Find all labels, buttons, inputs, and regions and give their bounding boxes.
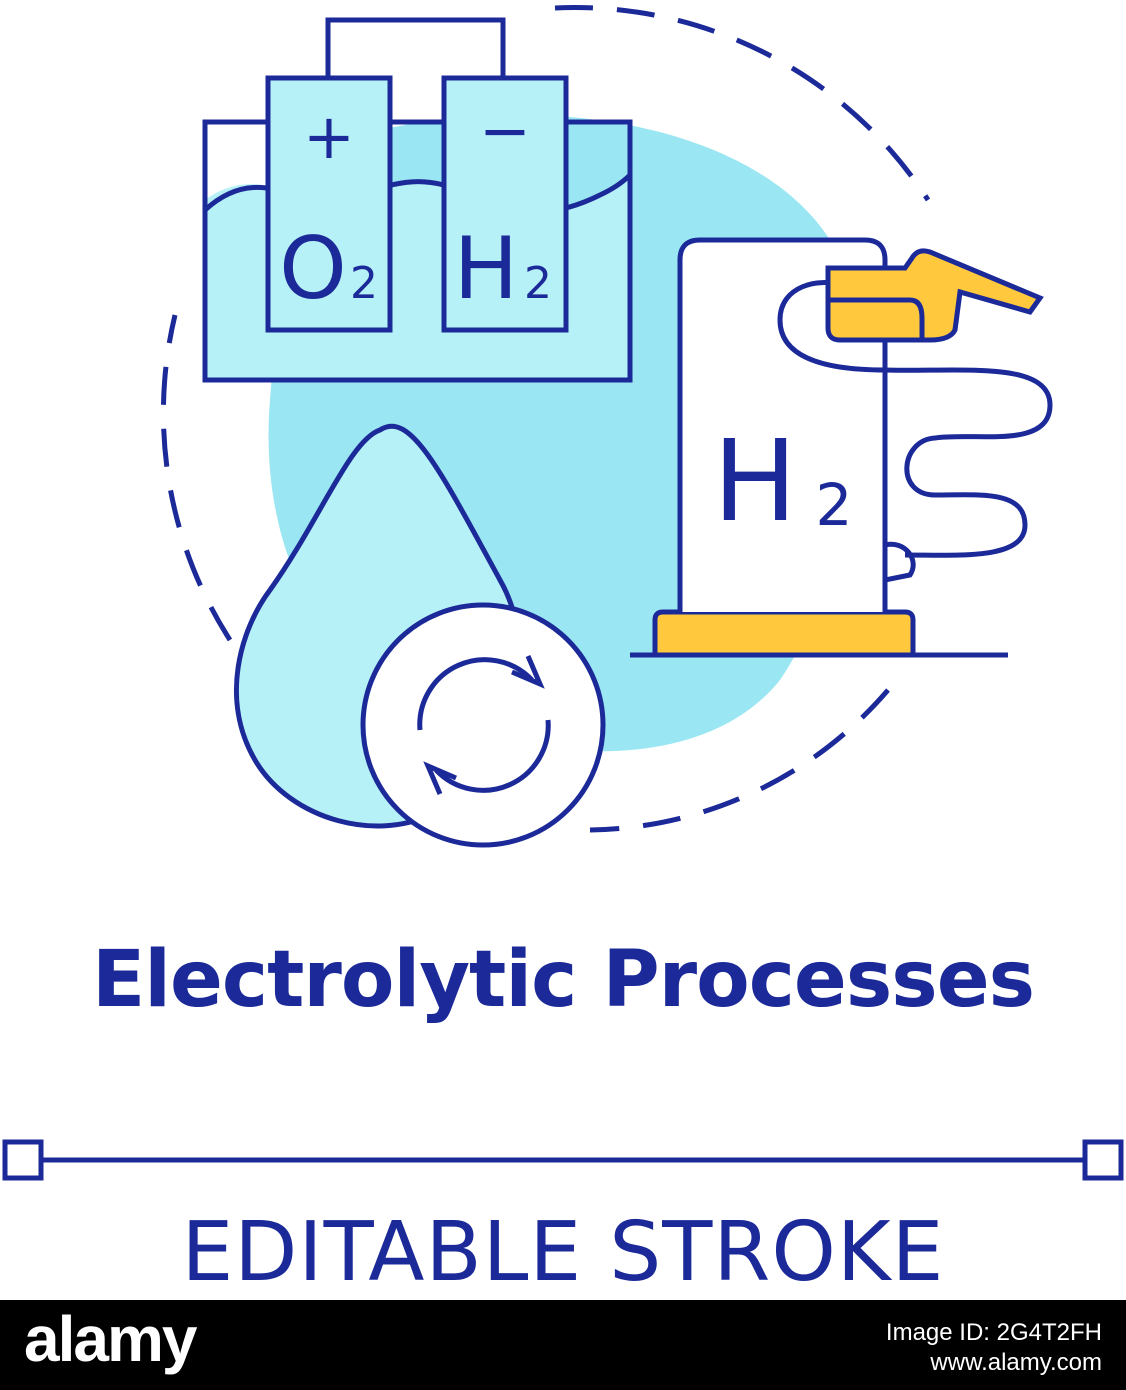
image-id-text: Image ID: 2G4T2FH [885, 1319, 1102, 1346]
cathode-label: H [454, 219, 519, 319]
refresh-icon [360, 602, 606, 848]
footer-meta: Image ID: 2G4T2FH www.alamy.com [886, 1318, 1102, 1378]
dashed-circle-arc [160, 5, 931, 833]
cathode-sign: − [479, 94, 531, 167]
hydrogen-pump-icon: H 2 [630, 237, 1053, 658]
concept-illustration: + − O 2 H 2 H 2 [160, 5, 1053, 848]
pump-label: H [713, 417, 797, 547]
anode-subscript: 2 [350, 258, 378, 309]
editable-stroke-label: EDITABLE STROKE [181, 1205, 945, 1300]
fuel-nozzle-icon [825, 248, 1044, 343]
stroke-line-graphic [2, 1139, 1124, 1181]
site-url-text: www.alamy.com [930, 1349, 1102, 1376]
editable-stroke-line [0, 1130, 1126, 1190]
cathode-subscript: 2 [524, 258, 552, 309]
anode-sign: + [303, 100, 355, 173]
page-title: Electrolytic Processes [91, 935, 1035, 1025]
anode-label: O [279, 219, 347, 319]
alamy-logo: alamy [24, 1303, 197, 1375]
watermark-footer: alamy Image ID: 2G4T2FH www.alamy.com [0, 1300, 1126, 1390]
electrolysis-illustration: + − O 2 H 2 H 2 [160, 5, 1053, 848]
pump-subscript: 2 [816, 471, 853, 539]
electrolysis-cell-icon: + − O 2 H 2 [202, 17, 633, 383]
